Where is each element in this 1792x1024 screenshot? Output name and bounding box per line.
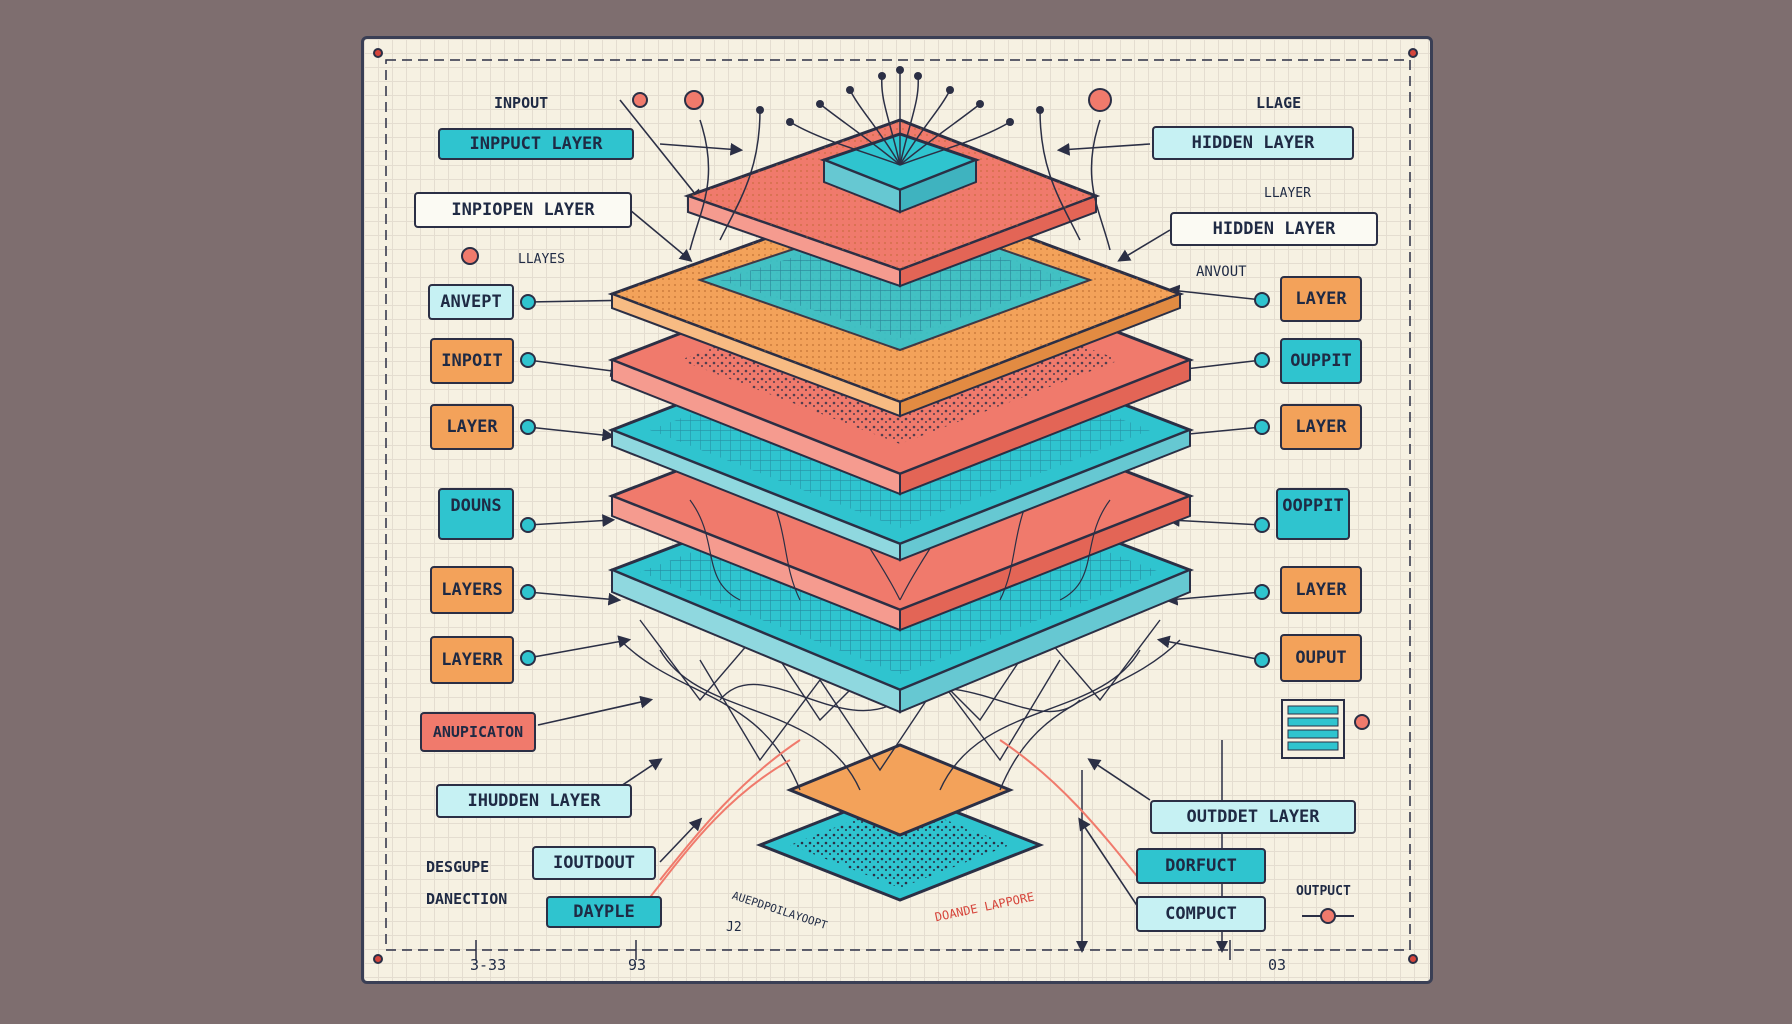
inpiopen-layer-label: INPIOPEN LAYER — [414, 192, 632, 228]
outdout-label: IOUTDOUT — [532, 846, 656, 880]
hidden-layer-label-2: HIDDEN LAYER — [1170, 212, 1378, 246]
compuct-label: COMPUCT — [1136, 896, 1266, 932]
corner-dot — [1408, 954, 1418, 964]
hidden-layer-label-1: HIDDEN LAYER — [1152, 126, 1354, 160]
output-caption: OUTPUCT — [1296, 884, 1351, 899]
input-caption: INPOUT — [494, 94, 549, 112]
llage-caption: LLAGE — [1256, 94, 1302, 112]
right-stack-label-3: LAYER — [1280, 404, 1362, 450]
anvout-caption: ANVOUT — [1196, 264, 1247, 280]
footer-code-mid: 93 — [628, 956, 647, 974]
llayes-caption: LLAYES — [518, 252, 565, 267]
right-stack-label-1: LAYER — [1280, 276, 1362, 322]
footer-code-left: 3-33 — [470, 956, 507, 974]
diagram-board — [361, 36, 1433, 984]
outdet-layer-label: OUTDDET LAYER — [1150, 800, 1356, 834]
hidden-layer-bottom-label: IHUDDEN LAYER — [436, 784, 632, 818]
left-stack-label-4: LAYERS — [430, 566, 514, 614]
llayer-caption: LLAYER — [1264, 186, 1311, 201]
left-stack-label-1: INPOIT — [430, 338, 514, 384]
corner-dot — [373, 48, 383, 58]
right-stack-label-6: OUPUT — [1280, 634, 1362, 682]
right-stack-label-2: OUPPIT — [1280, 338, 1362, 384]
danection-caption: DANECTION — [426, 890, 508, 908]
desgupe-caption: DESGUPE — [426, 858, 490, 876]
corner-dot — [373, 954, 383, 964]
footer-code-right: 03 — [1268, 956, 1287, 974]
right-stack-label-4: OOPPIT — [1276, 488, 1350, 540]
anvept-label: ANVEPT — [428, 284, 514, 320]
anupicaton-label: ANUPICATON — [420, 712, 536, 752]
input-layer-label: INPPUCT LAYER — [438, 128, 634, 160]
right-stack-label-5: LAYER — [1280, 566, 1362, 614]
dorfuct-label: DORFUCT — [1136, 848, 1266, 884]
left-stack-label-3: DOUNS — [438, 488, 514, 540]
center-caption-sub: J2 — [726, 920, 742, 935]
left-stack-label-5: LAYERR — [430, 636, 514, 684]
corner-dot — [1408, 48, 1418, 58]
left-stack-label-2: LAYER — [430, 404, 514, 450]
dayple-label: DAYPLE — [546, 896, 662, 928]
